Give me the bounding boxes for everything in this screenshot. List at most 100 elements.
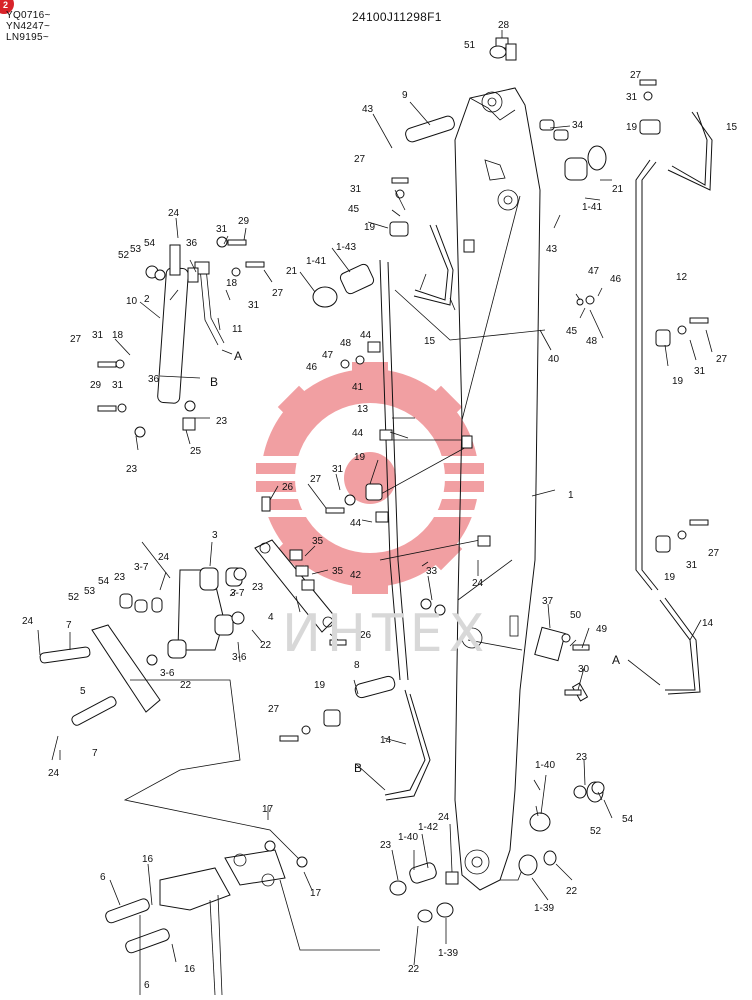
part-label: 50 (570, 610, 582, 621)
part-label: 37 (542, 596, 554, 607)
part-label: 45 (348, 204, 360, 215)
part-label: 19 (626, 122, 638, 133)
part-label: 26 (360, 630, 372, 641)
part-label: 27 (708, 548, 720, 559)
part-label: 16 (184, 964, 196, 975)
part-label: 5 (80, 686, 86, 697)
part-label: 23 (252, 582, 264, 593)
part-label: 3-7 (134, 562, 149, 573)
part-label: 17 (310, 888, 322, 899)
part-label: 10 (126, 296, 138, 307)
part-label: 27 (354, 154, 366, 165)
part-label: 23 (114, 572, 126, 583)
serial-number: YQ0716~ (6, 10, 51, 21)
part-label: 19 (364, 222, 376, 233)
part-label: 52 (68, 592, 80, 603)
part-label: 34 (572, 120, 584, 131)
part-label: 11 (232, 324, 243, 335)
part-label: 17 (262, 804, 274, 815)
part-label: 35 (332, 566, 344, 577)
part-number-labels: 1 1-39 1-39 1-40 1-40 1-41 1-41 1-42 1-4… (22, 20, 738, 991)
part-label: 44 (360, 330, 372, 341)
part-label: 24 (472, 578, 484, 589)
part-label: 29 (90, 380, 102, 391)
part-label: 1-39 (438, 948, 458, 959)
reference-label: A (234, 349, 242, 363)
part-label: 21 (612, 184, 624, 195)
drawing-code: 24100J11298F1 (352, 10, 442, 24)
part-label: 13 (357, 404, 369, 415)
part-label: 31 (694, 366, 706, 377)
left-linkage-assembly (39, 244, 380, 996)
part-label: 23 (216, 416, 228, 427)
part-label: 24 (168, 208, 180, 219)
part-label: 24 (48, 768, 60, 779)
part-label: 23 (576, 752, 588, 763)
part-label: 27 (630, 70, 642, 81)
part-label: 52 (118, 250, 130, 261)
part-label: 18 (112, 330, 124, 341)
clamp-group (182, 119, 671, 885)
part-label: 27 (310, 474, 322, 485)
part-label: 51 (464, 40, 476, 51)
part-label: 41 (352, 382, 364, 393)
hydraulic-pipes (369, 111, 713, 801)
part-label: 15 (726, 122, 738, 133)
part-label: 19 (354, 452, 366, 463)
part-label: 31 (92, 330, 104, 341)
part-label: 44 (350, 518, 362, 529)
part-label: 29 (238, 216, 250, 227)
part-label: 6 (100, 872, 106, 883)
washer-group (115, 91, 687, 868)
part-label: 25 (190, 446, 202, 457)
part-label: 27 (716, 354, 728, 365)
watermark-gear-hub (344, 452, 396, 504)
part-label: 48 (340, 338, 352, 349)
part-label: 31 (686, 560, 698, 571)
part-label: 53 (130, 244, 142, 255)
page-badge-number: 2 (3, 0, 9, 10)
part-label: 18 (226, 278, 238, 289)
part-label: 44 (352, 428, 364, 439)
part-label: 54 (144, 238, 156, 249)
part-label: 1-39 (534, 903, 554, 914)
part-label: 14 (702, 618, 714, 629)
reference-label: B (210, 375, 218, 389)
part-label: 35 (312, 536, 324, 547)
part-label: 1 (568, 490, 574, 501)
part-label: 30 (578, 664, 590, 675)
part-label: 23 (380, 840, 392, 851)
part-label: 24 (438, 812, 450, 823)
part-label: 26 (282, 482, 294, 493)
part-label: 15 (424, 336, 436, 347)
part-label: 19 (664, 572, 676, 583)
part-label: 1-40 (398, 832, 418, 843)
page-badge: 2 (0, 0, 14, 14)
part-label: 3-6 (160, 668, 175, 679)
part-label: 14 (380, 735, 392, 746)
part-label: 36 (186, 238, 198, 249)
serial-number: YN4247~ (6, 21, 51, 32)
boom-arm (454, 87, 541, 891)
part-label: 3 (212, 530, 218, 541)
pins-and-bushings (312, 37, 607, 923)
part-label: 31 (350, 184, 362, 195)
part-label: 43 (546, 244, 558, 255)
part-label: 3-6 (232, 652, 247, 663)
part-label: 31 (332, 464, 344, 475)
part-label: 31 (216, 224, 228, 235)
bolts-washers-clamps (97, 43, 709, 885)
part-label: 6 (144, 980, 150, 991)
part-label: 3-7 (230, 588, 245, 599)
part-label: 33 (426, 566, 438, 577)
part-label: 54 (622, 814, 634, 825)
part-label: 22 (566, 886, 578, 897)
part-label: 19 (314, 680, 326, 691)
part-label: 22 (180, 680, 192, 691)
part-label: 31 (112, 380, 124, 391)
part-label: 24 (158, 552, 170, 563)
part-label: 8 (354, 660, 360, 671)
watermark-text: ИНТЕХ (282, 604, 491, 664)
